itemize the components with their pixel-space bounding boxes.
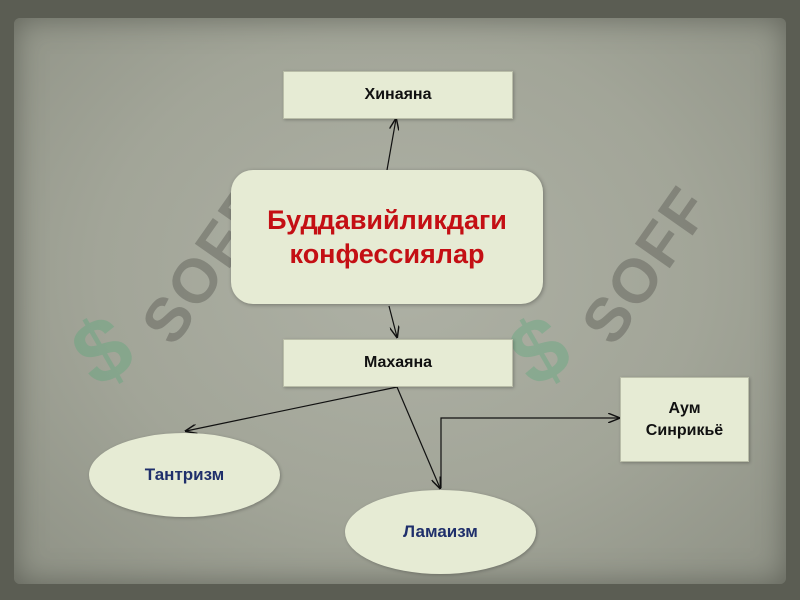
center-title-line1: Буддавийликдаги [267, 205, 507, 235]
node-lamaizm: Ламаизм [345, 490, 536, 574]
arrow-to-mahayana [388, 305, 397, 337]
node-tantrizm: Тантризм [89, 433, 280, 517]
arrow-to-tantrizm [186, 386, 398, 431]
aum-line2: Синрикьё [645, 421, 724, 439]
node-hinayana: Хинаяна [283, 71, 513, 119]
node-center: Буддавийликдаги конфессиялар [231, 170, 543, 304]
arrow-to-aum [440, 418, 619, 488]
aum-line1: Аум [668, 399, 701, 417]
node-aum-shinrikyo: Аум Синрикьё [620, 377, 749, 462]
center-title-line2: конфессиялар [289, 239, 485, 269]
node-mahayana: Махаяна [283, 339, 513, 387]
arrow-to-lamaizm [396, 386, 440, 488]
arrow-to-hinayana [386, 119, 396, 171]
